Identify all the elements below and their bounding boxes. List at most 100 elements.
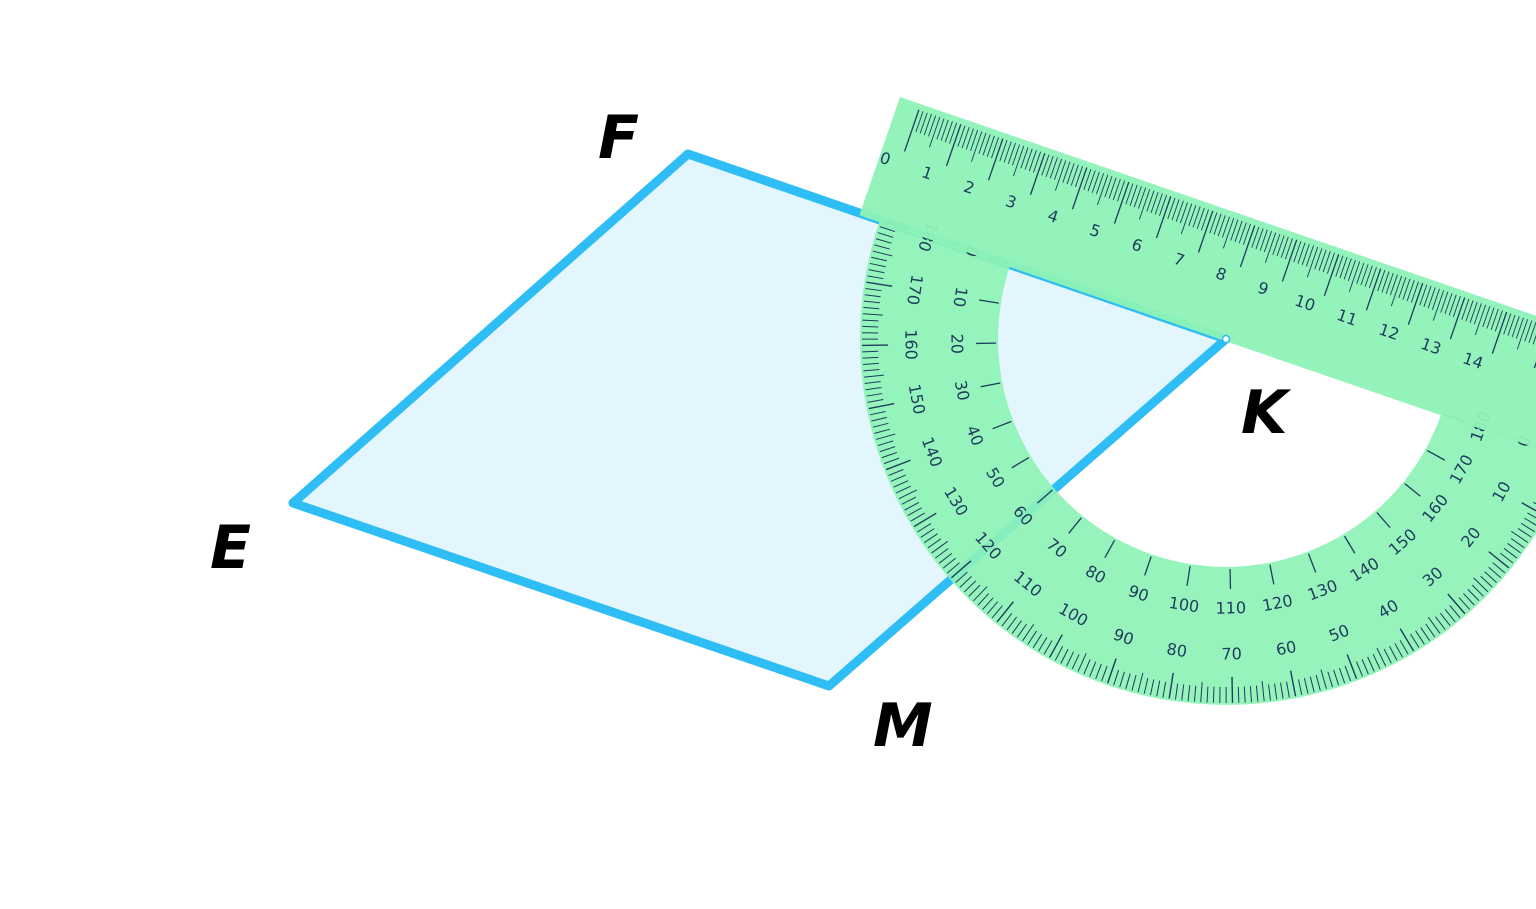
protractor-tick xyxy=(1309,676,1315,693)
ruler-tick xyxy=(1389,274,1398,296)
protractor-inner-tick xyxy=(1376,512,1391,529)
protractor-tick xyxy=(1125,673,1131,690)
ruler-tick xyxy=(1402,278,1411,300)
protractor-tick xyxy=(1101,665,1108,682)
protractor-tick xyxy=(895,485,911,494)
protractor-tick xyxy=(1006,616,1018,631)
ruler-tick xyxy=(1410,281,1419,303)
ruler-tick xyxy=(1213,213,1222,235)
ruler-tick xyxy=(1335,255,1344,277)
protractor-tick xyxy=(1315,674,1321,691)
protractor-tick xyxy=(869,262,886,268)
ruler-tick xyxy=(1281,239,1298,282)
ruler-tick xyxy=(1347,259,1356,281)
protractor-tick xyxy=(1376,647,1387,667)
ruler-tick xyxy=(1368,267,1377,289)
vertex-point-k xyxy=(1221,334,1231,344)
ruler-tick xyxy=(1125,183,1134,205)
ruler-tick xyxy=(1503,313,1512,335)
protractor-tick xyxy=(1095,663,1102,680)
protractor-tick xyxy=(881,451,898,459)
protractor-tick xyxy=(877,440,894,447)
ruler-tick xyxy=(1033,151,1042,173)
protractor-tick xyxy=(920,528,935,538)
ruler-tick xyxy=(961,127,970,149)
ruler-tick xyxy=(1066,163,1075,185)
protractor-tick xyxy=(955,571,968,584)
protractor-inner-label: 100 xyxy=(1167,593,1200,617)
ruler-tick xyxy=(1188,204,1197,227)
protractor-tick xyxy=(1344,665,1352,682)
protractor-tick xyxy=(950,560,972,579)
ruler-tick xyxy=(1096,173,1105,195)
ruler-tick xyxy=(1322,251,1331,273)
ruler-tick xyxy=(1167,197,1176,219)
protractor-tick xyxy=(1427,616,1441,634)
protractor-tick xyxy=(1517,528,1532,538)
ruler-tick xyxy=(1473,303,1482,325)
ruler-tick xyxy=(1343,258,1352,280)
ruler-tick xyxy=(1511,316,1520,338)
ruler-tick xyxy=(1385,272,1394,294)
ruler-tick xyxy=(1041,154,1050,176)
protractor-tick xyxy=(946,562,960,574)
protractor-tick xyxy=(1449,605,1461,619)
ruler-tick xyxy=(1348,261,1361,292)
protractor-tick xyxy=(1060,648,1069,664)
ruler-tick xyxy=(1104,176,1113,198)
ruler-tick xyxy=(1045,155,1054,177)
ruler-tick xyxy=(1179,202,1188,224)
protractor-tick xyxy=(917,523,932,533)
ruler-tick xyxy=(1461,298,1470,320)
ruler-tick xyxy=(1515,317,1524,339)
protractor-tick xyxy=(1280,682,1284,699)
ruler-tick xyxy=(1230,219,1239,241)
protractor-tick xyxy=(1193,685,1197,702)
ruler-tick xyxy=(1406,280,1415,302)
protractor-inner-tick xyxy=(1426,449,1446,461)
protractor-inner-label: 110 xyxy=(1215,598,1246,618)
protractor-tick xyxy=(901,496,917,505)
ruler-tick xyxy=(1007,142,1016,164)
protractor-tick xyxy=(1206,686,1209,703)
protractor-tick xyxy=(867,399,884,403)
vertex-label-f: F xyxy=(598,103,639,173)
protractor-tick xyxy=(862,356,879,359)
protractor-tick xyxy=(907,507,922,517)
ruler-tick xyxy=(1003,141,1012,163)
ruler-tick xyxy=(1096,174,1109,206)
protractor-tick xyxy=(1484,571,1497,583)
ruler-tick xyxy=(929,116,941,148)
protractor-tick xyxy=(1473,577,1489,593)
ruler-tick xyxy=(1452,295,1461,318)
protractor-tick xyxy=(959,576,972,588)
protractor-tick xyxy=(1520,522,1536,533)
protractor-tick xyxy=(868,269,885,274)
protractor-tick xyxy=(898,489,918,500)
protractor-outer-label: 170 xyxy=(903,273,927,306)
protractor-tick xyxy=(875,238,892,244)
protractor-tick xyxy=(1458,597,1471,610)
protractor-tick xyxy=(863,306,880,310)
ruler-tick xyxy=(1431,288,1440,310)
protractor-tick xyxy=(1320,669,1327,690)
protractor-tick xyxy=(1027,630,1037,645)
ruler-tick xyxy=(1112,178,1121,201)
protractor-tick xyxy=(931,540,949,554)
protractor-tick xyxy=(864,294,881,298)
ruler-tick xyxy=(1083,168,1092,190)
ruler-tick xyxy=(1138,189,1151,220)
ruler-tick xyxy=(1293,241,1302,263)
ruler-tick xyxy=(1280,236,1289,258)
ruler-tick xyxy=(1028,150,1037,172)
protractor-body xyxy=(860,219,1536,705)
protractor-tick xyxy=(1467,588,1480,602)
ruler-tick xyxy=(1238,222,1247,244)
protractor-tick xyxy=(872,422,889,428)
ruler-tick xyxy=(1071,167,1088,210)
protractor-outer-label: 160 xyxy=(901,329,921,360)
ruler-tick xyxy=(1423,285,1432,307)
ruler-tick xyxy=(1192,206,1201,228)
protractor-tick xyxy=(865,387,882,391)
